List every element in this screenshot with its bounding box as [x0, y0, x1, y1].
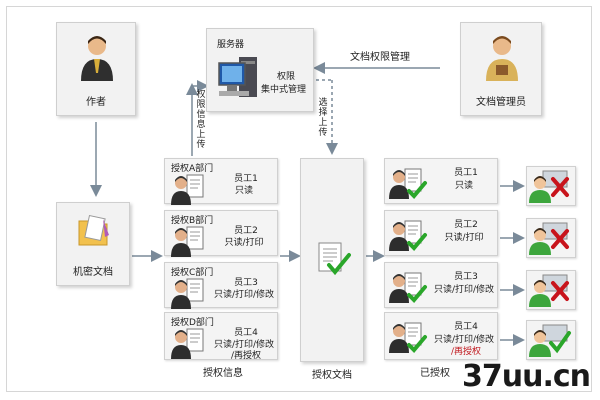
staff-with-document-icon: [171, 328, 204, 359]
staff-permission: 只读/打印/修改: [433, 285, 495, 295]
staff-with-document-icon: [389, 272, 427, 303]
dept-name: 授权C部门: [171, 268, 214, 278]
user-access-icon: [529, 274, 569, 307]
authorized-staff-label: 已授权: [420, 368, 450, 379]
doc-admin-label: 文档管理员: [476, 97, 526, 108]
staff-box: 员工1 只读: [384, 158, 498, 204]
select-upload-label: 选择上传: [318, 98, 328, 138]
staff-name: 员工1: [454, 168, 478, 178]
staff-permission: 只读/打印/修改: [433, 335, 495, 345]
server-desc-line2: 集中式管理: [261, 85, 307, 95]
cross-icon: [551, 281, 569, 301]
dept-box: 授权B部门员工2 只读/打印: [164, 210, 278, 257]
staff-with-document-icon: [389, 220, 427, 251]
staff-box: 员工2 只读/打印: [384, 210, 498, 256]
access-denied-box: [526, 270, 576, 310]
staff-name: 员工4: [234, 328, 258, 338]
staff-permission: 只读/打印: [444, 233, 484, 243]
staff-permission: 只读/打印/修改: [213, 340, 275, 350]
staff-box: 员工4 只读/打印/修改/再授权: [384, 312, 498, 360]
staff-permission: 只读: [234, 186, 253, 196]
server-title: 服务器: [217, 40, 245, 50]
folder-document-icon: [78, 215, 109, 246]
staff-permission-extra: /再授权: [230, 351, 262, 361]
staff-name: 员工1: [234, 174, 258, 184]
server-box: 服务器 权限 集中式管理: [206, 28, 314, 112]
dept-box: 授权C部门员工3 只读/打印/修改: [164, 262, 278, 309]
diagram-frame: [6, 6, 592, 392]
signed-document-icon: [318, 242, 351, 276]
dept-name: 授权A部门: [171, 164, 214, 174]
check-icon: [549, 331, 571, 354]
server-computer-icon: [218, 57, 257, 97]
user-access-icon: [529, 222, 569, 255]
auth-doc-label: 授权文档: [312, 370, 352, 381]
staff-name: 员工2: [234, 226, 258, 236]
person-icon: [81, 36, 113, 81]
staff-name: 员工2: [454, 220, 478, 230]
permission-upload-label: 权限信息上传: [196, 90, 206, 150]
doc-permission-mgmt-label: 文档权限管理: [350, 52, 410, 63]
staff-permission: 只读: [454, 181, 473, 191]
staff-with-document-icon: [389, 168, 427, 199]
author-box: 作者: [56, 22, 136, 116]
auth-info-label: 授权信息: [203, 368, 243, 379]
staff-with-document-icon: [171, 226, 204, 257]
user-access-icon: [529, 170, 569, 203]
staff-permission: 只读/打印: [224, 238, 264, 248]
access-denied-box: [526, 218, 576, 258]
watermark: 37uu.cn: [462, 359, 591, 394]
dept-name: 授权B部门: [171, 216, 214, 226]
staff-permission: 只读/打印/修改: [213, 290, 275, 300]
staff-with-document-icon: [171, 278, 204, 309]
staff-with-document-icon: [389, 322, 427, 353]
server-desc-line1: 权限: [277, 72, 296, 82]
staff-permission-extra: /再授权: [450, 347, 482, 357]
staff-name: 员工3: [454, 272, 478, 282]
access-granted-box: [526, 320, 576, 360]
confidential-doc-label: 机密文档: [73, 267, 113, 278]
cross-icon: [551, 177, 569, 197]
confidential-doc-box: 机密文档: [56, 202, 130, 286]
auth-doc-box: [300, 158, 364, 362]
dept-box: 授权D部门员工4 只读/打印/修改/再授权: [164, 312, 278, 361]
admin-person-icon: [486, 36, 518, 81]
doc-admin-box: 文档管理员: [460, 22, 542, 116]
user-access-icon: [529, 324, 571, 357]
staff-box: 员工3 只读/打印/修改: [384, 262, 498, 308]
staff-with-document-icon: [171, 174, 204, 205]
author-label: 作者: [86, 97, 106, 108]
dept-name: 授权D部门: [171, 318, 214, 328]
cross-icon: [551, 229, 569, 249]
access-denied-box: [526, 166, 576, 206]
dept-box: 授权A部门员工1 只读: [164, 158, 278, 205]
staff-name: 员工3: [234, 278, 258, 288]
staff-name: 员工4: [454, 322, 478, 332]
